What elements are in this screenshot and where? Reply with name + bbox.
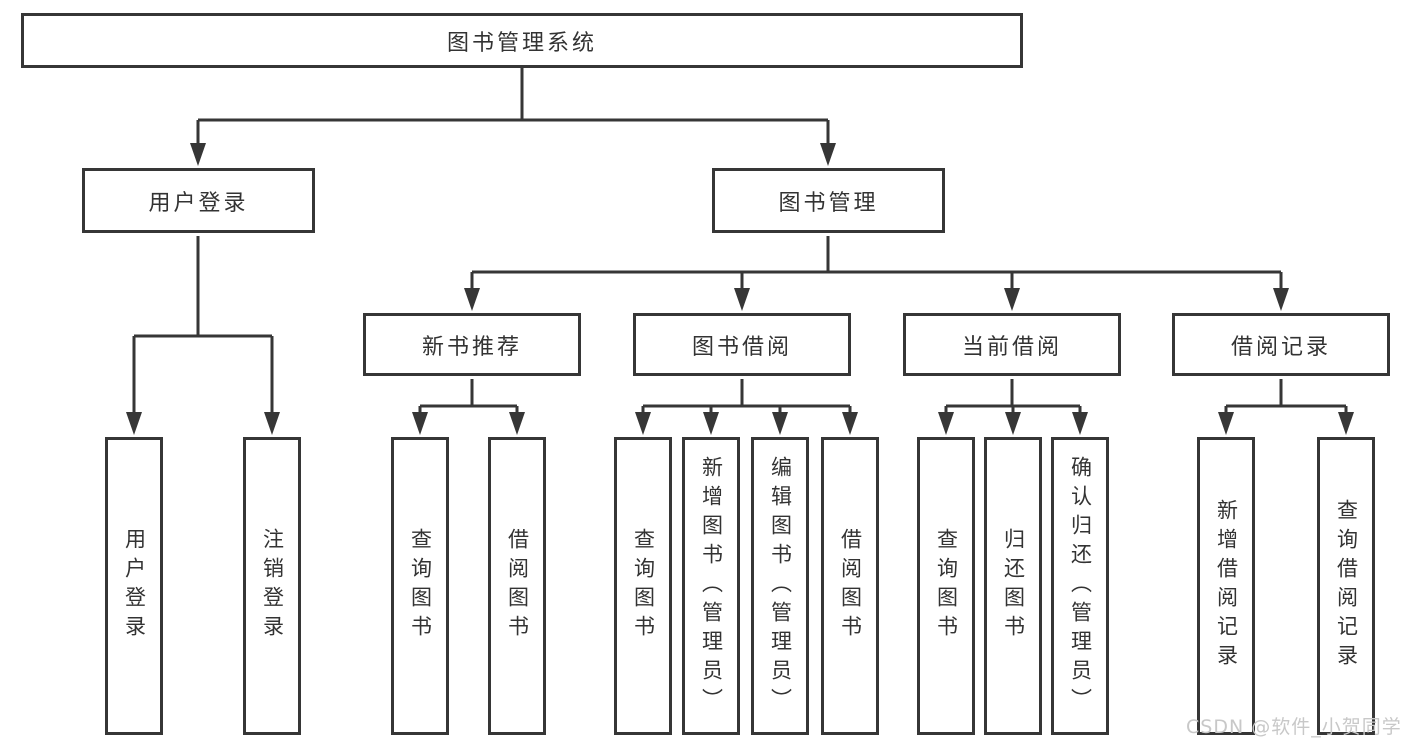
leaf-query-borrow-record-label: 查询借阅记录 [1334,499,1359,673]
node-user-login-label: 用户登录 [148,190,249,216]
leaf-confirm-return-admin-label: 确认归还（管理员） [1068,455,1093,717]
leaf-confirm-return-admin: 确认归还（管理员） [1051,437,1109,735]
leaf-user-login: 用户登录 [105,437,163,735]
leaf-logout: 注销登录 [243,437,301,735]
node-new-book-recommend-label: 新书推荐 [421,334,522,360]
node-user-login: 用户登录 [82,168,315,233]
leaf-add-book-admin: 新增图书（管理员） [682,437,740,735]
arrowheads [126,143,1354,435]
leaf-query-books-current-label: 查询图书 [934,528,959,644]
leaf-borrow-books-recommend-label: 借阅图书 [505,528,530,644]
leaf-logout-label: 注销登录 [260,528,285,644]
node-current-borrowing-label: 当前借阅 [961,334,1062,360]
leaf-query-books-recommend: 查询图书 [391,437,449,735]
leaf-borrow-books: 借阅图书 [821,437,879,735]
node-borrowing-records-label: 借阅记录 [1230,334,1331,360]
node-book-borrowing-label: 图书借阅 [691,334,792,360]
node-book-borrowing: 图书借阅 [633,313,851,376]
leaf-borrow-books-label: 借阅图书 [838,528,863,644]
leaf-query-books-recommend-label: 查询图书 [408,528,433,644]
leaf-return-book-label: 归还图书 [1001,528,1026,644]
leaf-query-books-borrow: 查询图书 [614,437,672,735]
leaf-edit-book-admin: 编辑图书（管理员） [751,437,809,735]
node-current-borrowing: 当前借阅 [903,313,1121,376]
node-library-system-label: 图书管理系统 [446,30,597,56]
leaf-return-book: 归还图书 [984,437,1042,735]
node-new-book-recommend: 新书推荐 [363,313,581,376]
node-borrowing-records: 借阅记录 [1172,313,1390,376]
leaf-add-borrow-record-label: 新增借阅记录 [1214,499,1239,673]
leaf-user-login-label: 用户登录 [122,528,147,644]
leaf-borrow-books-recommend: 借阅图书 [488,437,546,735]
leaf-edit-book-admin-label: 编辑图书（管理员） [768,455,793,717]
leaf-add-book-admin-label: 新增图书（管理员） [699,455,724,717]
leaf-query-books-borrow-label: 查询图书 [631,528,656,644]
leaf-query-borrow-record: 查询借阅记录 [1317,437,1375,735]
node-book-management-label: 图书管理 [778,190,879,216]
node-book-management: 图书管理 [712,168,945,233]
leaf-query-books-current: 查询图书 [917,437,975,735]
watermark: CSDN @软件_小贺同学 [1186,716,1402,738]
node-library-system: 图书管理系统 [21,13,1023,68]
leaf-add-borrow-record: 新增借阅记录 [1197,437,1255,735]
